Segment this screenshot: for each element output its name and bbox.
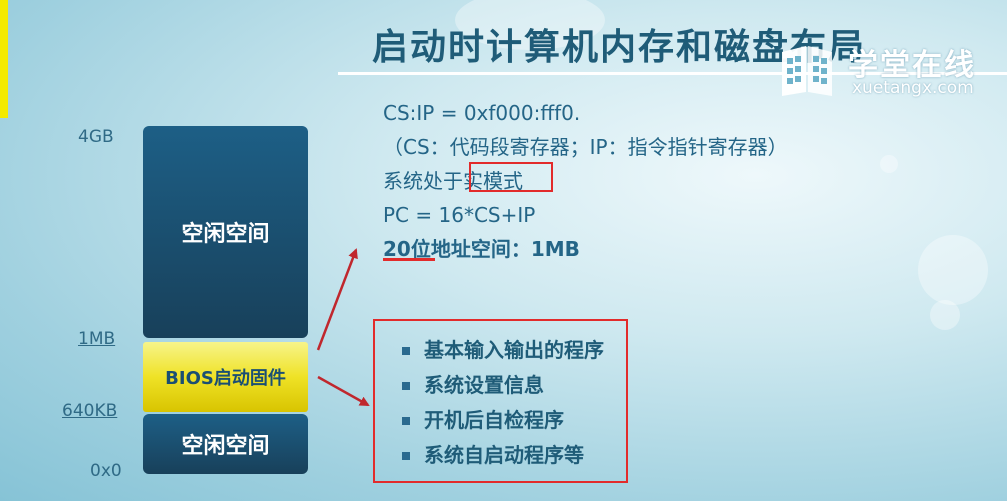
- list-item-label: 系统设置信息: [424, 373, 544, 397]
- title-underline: [338, 72, 1007, 75]
- list-item: 系统设置信息: [402, 368, 604, 403]
- book-logo-icon: [782, 46, 832, 96]
- real-mode-highlight-box: [469, 162, 553, 192]
- address-bits-underline: [383, 258, 435, 261]
- block-label: 空闲空间: [181, 222, 270, 247]
- logo-text-cn: 学堂在线: [848, 48, 976, 83]
- label-1mb: 1MB: [78, 329, 116, 349]
- bg-bubble: [880, 155, 898, 173]
- list-item-label: 开机后自检程序: [424, 408, 564, 432]
- info-csip: CS:IP = 0xf000:fff0.: [383, 101, 581, 125]
- list-item: 开机后自检程序: [402, 403, 604, 438]
- bios-functions-box: [373, 319, 628, 483]
- block-label: 空闲空间: [181, 434, 270, 459]
- info-address-space: 20位地址空间：1MB: [383, 237, 580, 261]
- bullet-icon: [402, 346, 410, 355]
- xuetangx-logo: 学堂在线 xuetangx.com: [778, 40, 998, 102]
- logo-text-en: xuetangx.com: [852, 78, 974, 98]
- bullet-icon: [402, 416, 410, 425]
- arrow-to-info: [316, 248, 358, 351]
- info-mode-prefix: 系统处于: [383, 169, 463, 193]
- label-640kb: 640KB: [62, 401, 118, 421]
- info-pc-formula: PC = 16*CS+IP: [383, 203, 536, 227]
- info-mode-value: 实模式: [463, 169, 523, 193]
- bullet-icon: [402, 381, 410, 390]
- block-label: BIOS启动固件: [165, 368, 286, 389]
- label-4gb: 4GB: [78, 127, 114, 147]
- list-item: 基本输入输出的程序: [402, 333, 604, 368]
- bg-bubble: [930, 300, 960, 330]
- memory-block-free-lower: 空闲空间: [143, 414, 308, 474]
- info-register-note: （CS：代码段寄存器；IP：指令指针寄存器）: [383, 135, 788, 159]
- label-0x0: 0x0: [90, 461, 122, 481]
- bg-bubble: [918, 235, 988, 305]
- boot-info: CS:IP = 0xf000:fff0. （CS：代码段寄存器；IP：指令指针寄…: [383, 96, 788, 266]
- list-item: 系统自启动程序等: [402, 438, 604, 473]
- bios-functions-list: 基本输入输出的程序 系统设置信息 开机后自检程序 系统自启动程序等: [402, 333, 604, 473]
- arrow-to-functions: [317, 375, 370, 407]
- memory-block-free-upper: 空闲空间: [143, 126, 308, 338]
- memory-block-bios: BIOS启动固件: [143, 342, 308, 412]
- info-mode: 系统处于实模式: [383, 164, 788, 198]
- side-marker: [0, 0, 8, 118]
- list-item-label: 系统自启动程序等: [424, 443, 584, 467]
- bg-bubble: [455, 0, 605, 50]
- bullet-icon: [402, 451, 410, 460]
- list-item-label: 基本输入输出的程序: [424, 338, 604, 362]
